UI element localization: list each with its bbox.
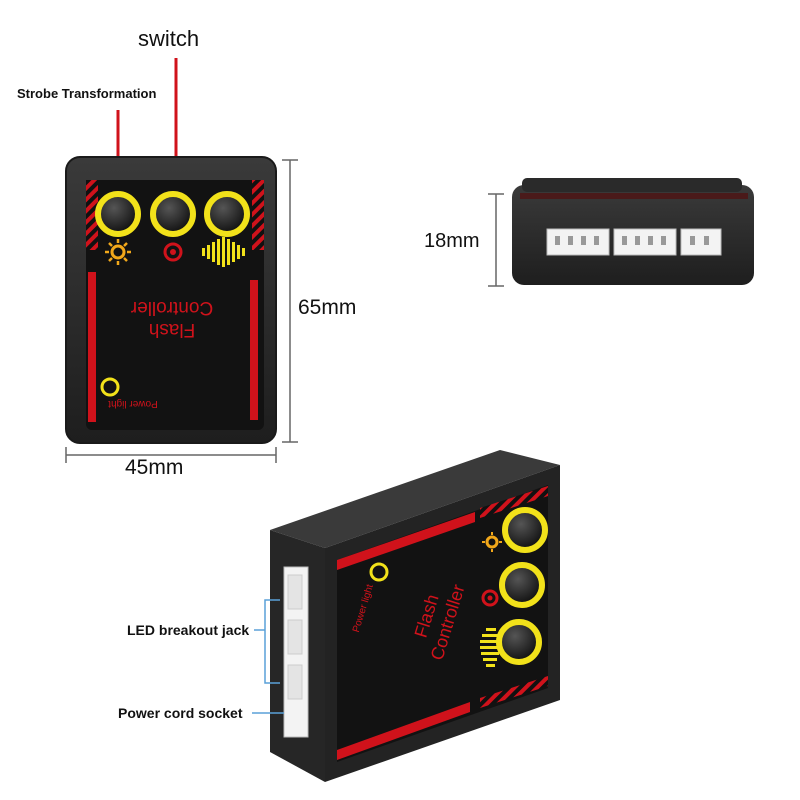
perspective-red-top bbox=[337, 512, 475, 570]
dot-mode-icon bbox=[163, 242, 183, 262]
perspective-switch-button[interactable] bbox=[499, 562, 545, 608]
height-dimension-line bbox=[282, 159, 298, 443]
side-view bbox=[488, 178, 754, 287]
red-bar-right bbox=[250, 280, 258, 420]
power-cord-socket-label: Power cord socket bbox=[118, 705, 243, 721]
sun-mode-icon bbox=[105, 239, 131, 265]
perspective-third-button[interactable] bbox=[496, 619, 542, 665]
power-light-indicator bbox=[100, 377, 120, 397]
perspective-strobe-button[interactable] bbox=[502, 507, 548, 553]
perspective-dot-mode-icon bbox=[481, 589, 499, 607]
device-name-line1: Flash bbox=[149, 319, 195, 340]
perspective-hazard-bottom bbox=[480, 676, 548, 708]
led-jack-callout-line bbox=[254, 599, 280, 684]
front-view: Flash Controller Power light bbox=[65, 58, 298, 463]
strobe-transformation-label: Strobe Transformation bbox=[17, 86, 157, 101]
perspective-sun-mode-icon bbox=[482, 532, 502, 552]
strobe-button[interactable] bbox=[95, 191, 141, 237]
width-dimension-line bbox=[65, 447, 277, 463]
perspective-wave-mode-icon bbox=[480, 628, 500, 667]
red-bar-left bbox=[88, 272, 96, 422]
wave-mode-icon bbox=[202, 237, 245, 267]
hazard-stripe-right bbox=[252, 180, 264, 250]
perspective-power-light-indicator bbox=[369, 562, 389, 582]
side-connectors bbox=[546, 228, 722, 256]
perspective-red-bottom bbox=[337, 702, 470, 760]
perspective-hazard-top bbox=[480, 486, 548, 518]
perspective-panel bbox=[337, 485, 548, 762]
switch-label: switch bbox=[138, 26, 200, 51]
side-red-edge bbox=[520, 193, 748, 199]
perspective-view: Flash Controller Power light bbox=[252, 450, 560, 782]
led-breakout-jack-label: LED breakout jack bbox=[127, 622, 250, 638]
switch-button[interactable] bbox=[150, 191, 196, 237]
third-button[interactable] bbox=[204, 191, 250, 237]
width-dimension-label: 45mm bbox=[125, 456, 184, 479]
power-light-label: Power light bbox=[108, 398, 158, 409]
hazard-stripe-left bbox=[86, 180, 98, 250]
device-name-line2: Controller bbox=[130, 297, 213, 318]
perspective-top-face bbox=[270, 450, 560, 548]
perspective-connectors bbox=[283, 566, 309, 738]
front-device-name: Flash Controller bbox=[130, 297, 213, 340]
height-dimension-label: 65mm bbox=[298, 296, 357, 319]
side-case-top bbox=[522, 178, 742, 192]
depth-dimension-line bbox=[488, 193, 504, 287]
depth-dimension-label: 18mm bbox=[424, 230, 480, 252]
